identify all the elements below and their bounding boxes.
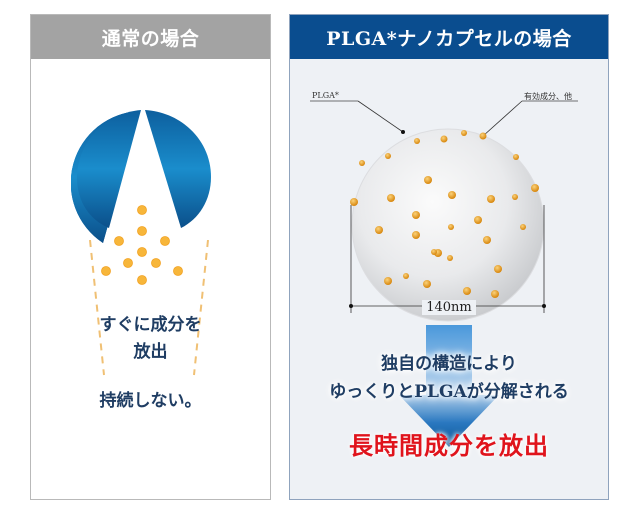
plga-label: PLGA* (312, 91, 339, 100)
split-capsule-icon (71, 110, 211, 285)
plga-degrades-line2: ゆっくりとPLGAが分解される (329, 382, 569, 402)
immediate-release-line1: すぐに成分を (99, 315, 202, 335)
diameter-label: 140nm (422, 300, 476, 315)
nanocapsule-sphere-icon (310, 100, 578, 322)
nanocapsule-header: PLGA*ナノカプセルの場合 (290, 15, 608, 59)
active-ingredient-label: 有効成分、他 (524, 92, 572, 101)
immediate-release-line2: 放出 (133, 342, 168, 362)
release-dashed-lines (89, 240, 209, 376)
unique-structure-line1: 独自の構造により (381, 354, 517, 374)
not-sustained-text: 持続しない。 (99, 391, 202, 411)
normal-case-panel: 通常の場合 (30, 14, 271, 500)
down-arrow-icon (399, 325, 499, 447)
long-release-highlight: 長時間成分を放出 (349, 431, 549, 460)
plga-nanocapsule-panel: PLGA*ナノカプセルの場合 PLGA* 有効成分、他 (289, 14, 609, 500)
normal-case-header: 通常の場合 (31, 15, 270, 59)
